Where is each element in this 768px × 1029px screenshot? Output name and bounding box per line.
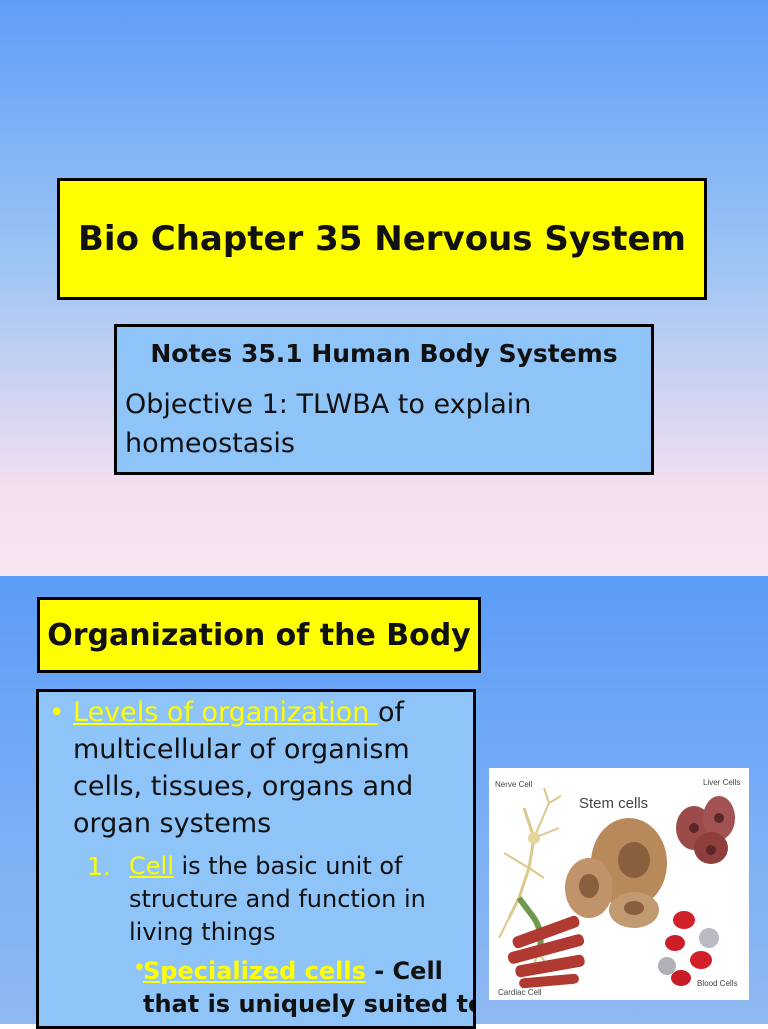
content-box: • Levels of organization of multicellula… (36, 689, 476, 1029)
stem-cells-cluster (565, 818, 667, 928)
liver-cells-label: Liver Cells (703, 778, 740, 787)
section-title: Organization of the Body (47, 617, 471, 653)
bullet-line-4: organ systems (73, 808, 272, 839)
numbered-line-1: Cell is the basic unit of (129, 852, 403, 880)
sub-bullet-dot: • (133, 956, 146, 981)
stem-cells-diagram: Nerve Cell Liver Cells Stem cells Cardia… (489, 768, 749, 1000)
cell-link: Cell (129, 852, 174, 880)
nerve-cell-label: Nerve Cell (495, 780, 533, 789)
numbered-line-2: structure and function in (129, 885, 426, 913)
slide-title-box: Bio Chapter 35 Nervous System (57, 178, 707, 300)
specialized-cells-link: Specialized cells (143, 957, 366, 985)
notes-box: Notes 35.1 Human Body Systems Objective … (114, 324, 654, 475)
list-number: 1. (87, 852, 111, 881)
bullet-line-2: multicellular of organism (73, 734, 410, 765)
blood-cells-label: Blood Cells (697, 979, 737, 988)
sub-bullet-line-1: Specialized cells - Cell (143, 957, 443, 985)
liver-cells-drawing (676, 796, 735, 864)
sub-bullet-line-2: that is uniquely suited to (143, 990, 476, 1018)
stem-cells-illustration: Nerve Cell Liver Cells Stem cells Cardia… (495, 778, 740, 997)
stem-cells-label: Stem cells (579, 795, 648, 812)
cardiac-cell-drawing (507, 915, 585, 989)
slide-title: Bio Chapter 35 Nervous System (78, 219, 686, 259)
bullet-line-1: Levels of organization of (73, 697, 405, 728)
objective-text: Objective 1: TLWBA to explain homeostasi… (125, 385, 625, 463)
slide-2: Organization of the Body • Levels of org… (0, 576, 768, 1029)
notes-title: Notes 35.1 Human Body Systems (150, 339, 618, 368)
section-title-box: Organization of the Body (37, 597, 481, 673)
blood-cells-drawing (658, 911, 719, 986)
numbered-line-3: living things (129, 918, 276, 946)
slide-1: Bio Chapter 35 Nervous System Notes 35.1… (0, 0, 768, 576)
levels-link: Levels of organization (73, 697, 378, 728)
bullet-dot: • (49, 698, 65, 728)
objective-line-2: homeostasis (125, 428, 295, 459)
cardiac-cell-label: Cardiac Cell (498, 988, 542, 997)
bullet-line-3: cells, tissues, organs and (73, 771, 414, 802)
objective-line-1: Objective 1: TLWBA to explain (125, 389, 532, 420)
